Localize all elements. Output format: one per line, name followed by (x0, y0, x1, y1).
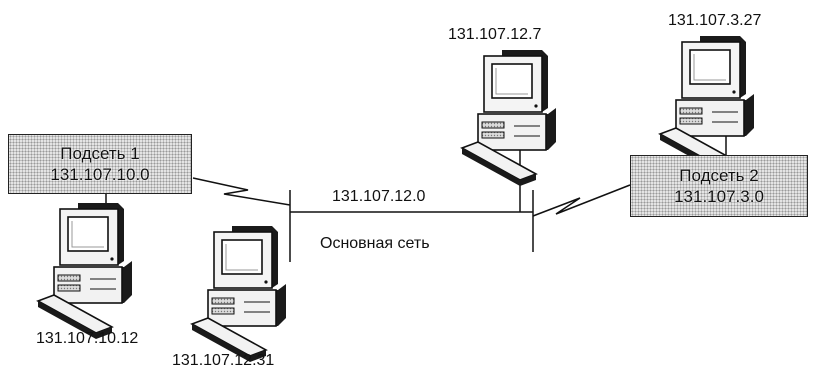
backbone-name-label: Основная сеть (320, 236, 430, 252)
wan-link-right (533, 185, 630, 216)
subnet-1-box: Подсеть 1 131.107.10.0 (8, 134, 192, 194)
backbone-address-label: 131.107.12.0 (332, 189, 425, 205)
host-label-131-107-12-7: 131.107.12.7 (448, 27, 541, 43)
subnet-1-name: Подсеть 1 (60, 143, 139, 164)
computer-icon (660, 36, 754, 172)
computer-icon (192, 226, 286, 362)
subnet-2-name: Подсеть 2 (679, 165, 758, 186)
host-label-131-107-12-31: 131.107.12.31 (172, 353, 274, 369)
computer-icon (38, 203, 132, 339)
subnet-2-address: 131.107.3.0 (674, 186, 764, 207)
host-label-131-107-3-27: 131.107.3.27 (668, 13, 761, 29)
subnet-1-address: 131.107.10.0 (50, 164, 149, 185)
host-label-131-107-10-12: 131.107.10.12 (36, 331, 138, 347)
wan-link-left (193, 178, 290, 205)
subnet-2-box: Подсеть 2 131.107.3.0 (630, 155, 808, 217)
computer-icon (462, 50, 556, 186)
